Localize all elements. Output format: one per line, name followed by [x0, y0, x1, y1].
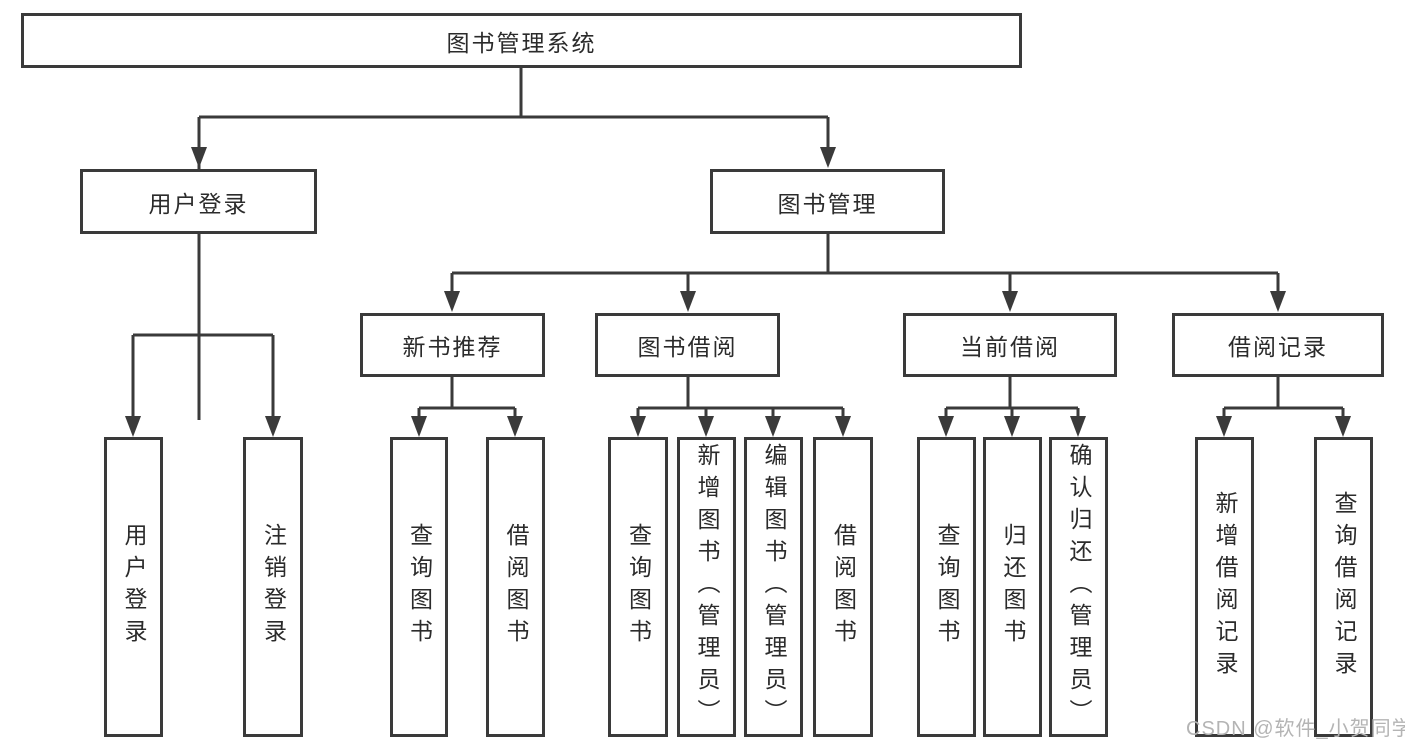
node-current-borrowing: 当前借阅: [903, 313, 1117, 377]
node-leaf-edit-books-admin-label: 编辑图书（管理员）: [761, 443, 787, 731]
node-user-login: 用户登录: [80, 169, 317, 234]
root-branch-line: [197, 68, 830, 420]
arrowheads: [125, 147, 1351, 437]
node-leaf-query-books-3-label: 查询图书: [934, 523, 960, 651]
node-user-login-label: 用户登录: [148, 190, 249, 217]
node-leaf-edit-books-admin: 编辑图书（管理员）: [744, 437, 803, 737]
user-login-branch-line: [131, 234, 275, 420]
node-leaf-query-books-2-label: 查询图书: [625, 523, 652, 651]
node-leaf-query-books-1: 查询图书: [390, 437, 448, 737]
node-leaf-borrow-books-2-label: 借阅图书: [830, 523, 857, 651]
node-book-borrowing: 图书借阅: [595, 313, 780, 377]
node-library-system-label: 图书管理系统: [446, 29, 597, 56]
node-leaf-confirm-return-admin: 确认归还（管理员）: [1049, 437, 1108, 737]
node-current-borrowing-label: 当前借阅: [960, 334, 1060, 360]
node-leaf-query-borrow-record-label: 查询借阅记录: [1331, 491, 1357, 683]
node-library-system: 图书管理系统: [21, 13, 1022, 68]
new-book-branch-line: [417, 377, 517, 420]
node-leaf-query-borrow-record: 查询借阅记录: [1314, 437, 1373, 737]
node-leaf-borrow-books-2: 借阅图书: [813, 437, 873, 737]
node-leaf-add-books-admin-label: 新增图书（管理员）: [694, 443, 720, 731]
book-management-branch-line: [450, 234, 1280, 296]
node-leaf-confirm-return-admin-label: 确认归还（管理员）: [1066, 443, 1092, 731]
node-leaf-add-books-admin: 新增图书（管理员）: [677, 437, 736, 737]
node-leaf-borrow-books-1: 借阅图书: [486, 437, 545, 737]
node-leaf-logout-login: 注销登录: [243, 437, 303, 737]
node-new-book-recommend-label: 新书推荐: [402, 334, 503, 360]
node-leaf-user-login: 用户登录: [104, 437, 163, 737]
node-new-book-recommend: 新书推荐: [360, 313, 545, 377]
node-book-management-label: 图书管理: [777, 190, 878, 217]
node-leaf-return-books-label: 归还图书: [1000, 523, 1026, 651]
node-book-borrowing-label: 图书借阅: [637, 334, 738, 360]
node-leaf-add-borrow-record-label: 新增借阅记录: [1212, 491, 1238, 683]
node-borrow-records: 借阅记录: [1172, 313, 1384, 377]
node-leaf-query-books-1-label: 查询图书: [406, 523, 433, 651]
node-leaf-logout-login-label: 注销登录: [260, 523, 287, 651]
node-leaf-borrow-books-1-label: 借阅图书: [503, 523, 529, 651]
node-leaf-return-books: 归还图书: [983, 437, 1042, 737]
node-book-management: 图书管理: [710, 169, 945, 234]
node-leaf-query-books-2: 查询图书: [608, 437, 668, 737]
current-borrowing-branch-line: [944, 377, 1080, 420]
book-borrowing-branch-line: [636, 377, 845, 420]
node-leaf-add-borrow-record: 新增借阅记录: [1195, 437, 1254, 737]
borrow-records-branch-line: [1222, 377, 1345, 420]
node-leaf-query-books-3: 查询图书: [917, 437, 976, 737]
node-leaf-user-login-label: 用户登录: [121, 523, 147, 651]
csdn-watermark: CSDN @软件_小贺同学: [1186, 718, 1405, 740]
node-borrow-records-label: 借阅记录: [1228, 334, 1328, 360]
